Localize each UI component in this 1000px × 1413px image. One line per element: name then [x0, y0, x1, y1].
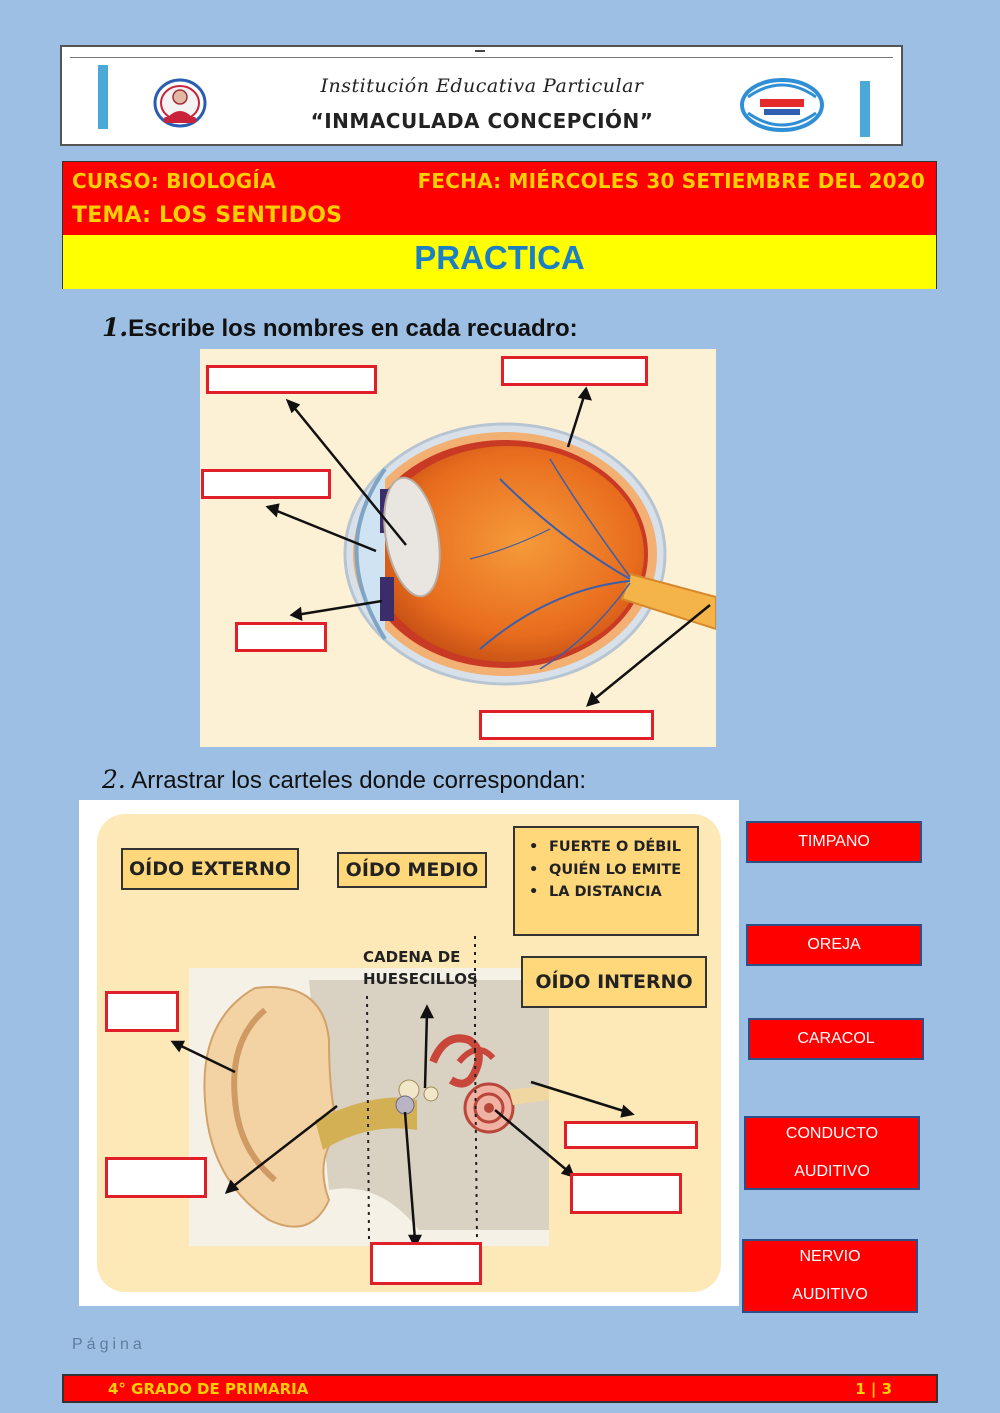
eye-answer-box-retina[interactable]	[501, 356, 648, 386]
ear-drop-zone-outer[interactable]	[105, 991, 179, 1032]
school-logo-icon	[153, 78, 207, 128]
ear-diagram: OÍDO EXTERNO OÍDO MEDIO OÍDO INTERNO FUE…	[79, 800, 739, 1306]
ossicles-label-line-1: CADENA DE	[363, 948, 461, 966]
course-info-yellow-band	[63, 235, 936, 289]
sound-quality-item: LA DISTANCIA	[529, 881, 689, 904]
ear-drop-zone-canal[interactable]	[105, 1157, 207, 1198]
drag-label-conducto-auditivo[interactable]: CONDUCTO AUDITIVO	[744, 1116, 920, 1190]
course-label: CURSO: BIOLOGÍA	[72, 169, 276, 193]
drag-label-nervio-auditivo[interactable]: NERVIO AUDITIVO	[742, 1239, 918, 1313]
course-info-red-band	[63, 162, 936, 235]
question-1-text: Escribe los nombres en cada recuadro:	[128, 315, 578, 342]
eye-answer-box-iris[interactable]	[235, 622, 327, 652]
drag-label-timpano-text: TIMPANO	[798, 833, 870, 850]
drag-label-caracol-text: CARACOL	[797, 1030, 875, 1047]
middle-ear-label: OÍDO MEDIO	[337, 852, 487, 888]
ear-illustration-icon	[170, 936, 635, 1249]
school-header: Institución Educativa Particular “INMACU…	[60, 45, 903, 146]
question-1-number: 1.	[102, 313, 129, 342]
course-info: CURSO: BIOLOGÍA FECHA: MIÉRCOLES 30 SETI…	[62, 161, 937, 289]
header-dash	[475, 50, 485, 52]
practice-title: PRACTICA	[414, 239, 585, 276]
sound-quality-item: QUIÉN LO EMITE	[529, 859, 689, 882]
question-2-text: Arrastrar los carteles donde corresponda…	[125, 767, 587, 794]
drag-label-nervio-text-2: AUDITIVO	[792, 1286, 868, 1303]
sound-qualities-box: FUERTE O DÉBIL QUIÉN LO EMITE LA DISTANC…	[513, 826, 699, 936]
outer-ear-label: OÍDO EXTERNO	[121, 848, 299, 890]
eye-answer-box-lens[interactable]	[206, 365, 377, 394]
drag-label-nervio-text-1: NERVIO	[799, 1248, 861, 1265]
date-label: FECHA: MIÉRCOLES 30 SETIEMBRE DEL 2020	[417, 169, 925, 193]
question-2-title: 2. Arrastrar los carteles donde correspo…	[102, 765, 586, 795]
ear-drop-zone-nerve[interactable]	[564, 1121, 698, 1149]
header-rule	[70, 57, 893, 58]
drag-label-oreja[interactable]: OREJA	[746, 924, 922, 966]
sound-quality-item: FUERTE O DÉBIL	[529, 836, 689, 859]
drag-label-conducto-text-1: CONDUCTO	[785, 1125, 879, 1142]
institution-label: Institución Educativa Particular	[320, 75, 644, 97]
drag-label-oreja-text: OREJA	[807, 936, 861, 953]
ossicles-label: CADENA DE HUESECILLOS	[363, 946, 478, 990]
ossicles-label-line-2: HUESECILLOS	[363, 970, 478, 988]
question-1-title: 1.Escribe los nombres en cada recuadro:	[102, 313, 578, 343]
page-label: Página	[72, 1336, 146, 1353]
drag-label-timpano[interactable]: TIMPANO	[746, 821, 922, 863]
eye-illustration-icon	[265, 386, 716, 707]
eye-answer-box-cornea[interactable]	[201, 469, 331, 499]
header-left-bar	[98, 65, 108, 129]
footer-bar: 4° GRADO DE PRIMARIA 1 | 3	[62, 1374, 938, 1403]
grade-label: 4° GRADO DE PRIMARIA	[108, 1380, 309, 1398]
question-2-number: 2.	[102, 765, 126, 794]
header-right-bar	[860, 81, 870, 137]
inner-ear-label: OÍDO INTERNO	[521, 956, 707, 1008]
topic-label: TEMA: LOS SENTIDOS	[72, 203, 343, 228]
page-number: 1 | 3	[855, 1380, 892, 1398]
drag-label-conducto-text-2: AUDITIVO	[794, 1163, 870, 1180]
eye-answer-box-optic-nerve[interactable]	[479, 710, 654, 740]
eye-diagram	[200, 349, 716, 747]
institution-name: “INMACULADA CONCEPCIÓN”	[310, 109, 654, 133]
ear-drop-zone-cochlea[interactable]	[570, 1173, 682, 1214]
drag-label-caracol[interactable]: CARACOL	[748, 1018, 924, 1060]
ear-drop-zone-bottom[interactable]	[370, 1242, 482, 1285]
education-logo-icon	[740, 78, 824, 132]
